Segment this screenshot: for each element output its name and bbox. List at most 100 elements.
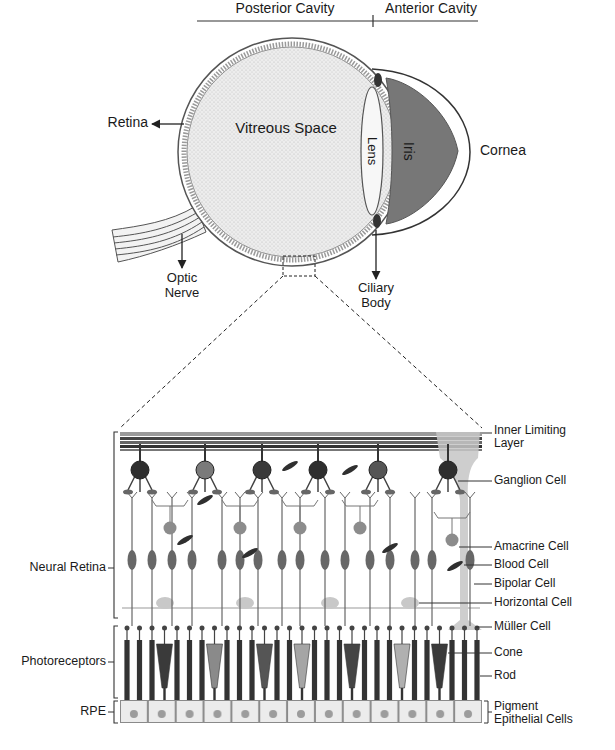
rod [224,626,229,701]
ganglion-cell [188,444,222,495]
part-label: Cornea [480,143,550,159]
leader-line [482,433,492,434]
part-label: Horizontal Cell [494,596,614,609]
iris-shape: Iris [384,74,462,228]
rod [374,626,379,701]
ganglion-cell [431,444,465,495]
rod [474,626,479,701]
part-label: Ciliary Body [345,281,407,310]
leader-line [458,481,492,482]
horizontal-cell [401,597,419,609]
nerve-fibre [114,217,200,243]
vitreous-body [187,47,397,257]
optic-nerve [112,206,206,262]
leader-lines [419,433,492,723]
inner-limiting-layer [120,432,482,451]
horizontal-cell [156,597,174,609]
rod [187,626,192,701]
leader-line [474,584,492,585]
eyeball: Vitreous SpaceLensIris [177,37,407,267]
sclera [178,38,406,266]
amacrine-cells [152,500,470,547]
horizontal-cell [236,597,254,609]
zoom-line [120,276,283,428]
horizontal-cell [321,597,339,609]
band [120,449,482,451]
cone [157,626,173,701]
rod [412,626,417,701]
bipolar-cells [127,492,475,626]
rod [237,626,242,701]
rod [312,626,317,701]
amacrine-cell [222,500,258,535]
bipolar-cell [147,492,157,626]
leader-line [459,547,492,548]
rod [462,626,467,701]
bracket [108,432,118,618]
part-label: Müller Cell [494,620,614,633]
part-label: Blood Cell [494,558,614,571]
bipolar-cell [253,492,263,626]
blood-cell [341,463,359,476]
nerve-fibre [113,212,198,237]
cone [432,626,448,701]
zoom-line [315,276,482,428]
rod [124,626,129,701]
ganglion-cell [301,444,335,495]
part-label: Neural Retina [0,560,106,574]
blood-cell [241,546,259,559]
amacrine-cell [152,500,188,535]
pigment-epithelium [120,700,482,723]
cone [394,626,410,701]
leader-line [419,603,492,604]
rod [287,626,292,701]
band [120,432,482,436]
lens-shape: Lens [360,86,384,216]
bipolar-cell [187,492,197,626]
cone [207,626,223,701]
ciliary-body [373,214,381,228]
zoom-box [283,256,315,276]
leader-line [480,676,492,677]
pointer-arrow [181,234,182,268]
cone [344,626,360,701]
bipolar-cell [427,492,437,626]
bipolar-cell [340,492,350,626]
ciliary-body [374,73,382,87]
part-label: RPE [0,704,106,718]
part-label: Photoreceptors [0,654,106,668]
part-label: Posterior Cavity [200,1,370,17]
pointer-arrow [152,123,184,124]
rod [199,626,204,701]
photoreceptors [124,626,479,701]
bracket [108,701,118,723]
bracket [108,626,118,698]
cone [257,626,273,701]
pointer-arrow [375,230,376,279]
band [120,445,482,448]
rod [274,626,279,701]
blood-cell [281,459,299,472]
part-label: Rod [494,669,614,682]
rod [362,626,367,701]
part-label: Cone [494,646,614,659]
leader-line [448,653,492,654]
amacrine-cell [342,500,378,535]
bipolar-cell [365,492,375,626]
retina-band [184,44,400,260]
amacrine-cell [434,512,470,547]
bipolar-cell [277,492,287,626]
cornea [372,69,470,235]
iris-outline [386,78,458,224]
leader-bracket [484,701,492,723]
part-label: Anterior Cavity [376,1,486,17]
blood-cell [381,541,399,554]
rod [424,626,429,701]
blood-cells [176,459,464,572]
cone [294,626,310,701]
lens-outline [361,87,383,215]
bipolar-cell [167,492,177,626]
rod [149,626,154,701]
part-label: Amacrine Cell [494,540,614,553]
ganglion-cell [123,444,157,495]
